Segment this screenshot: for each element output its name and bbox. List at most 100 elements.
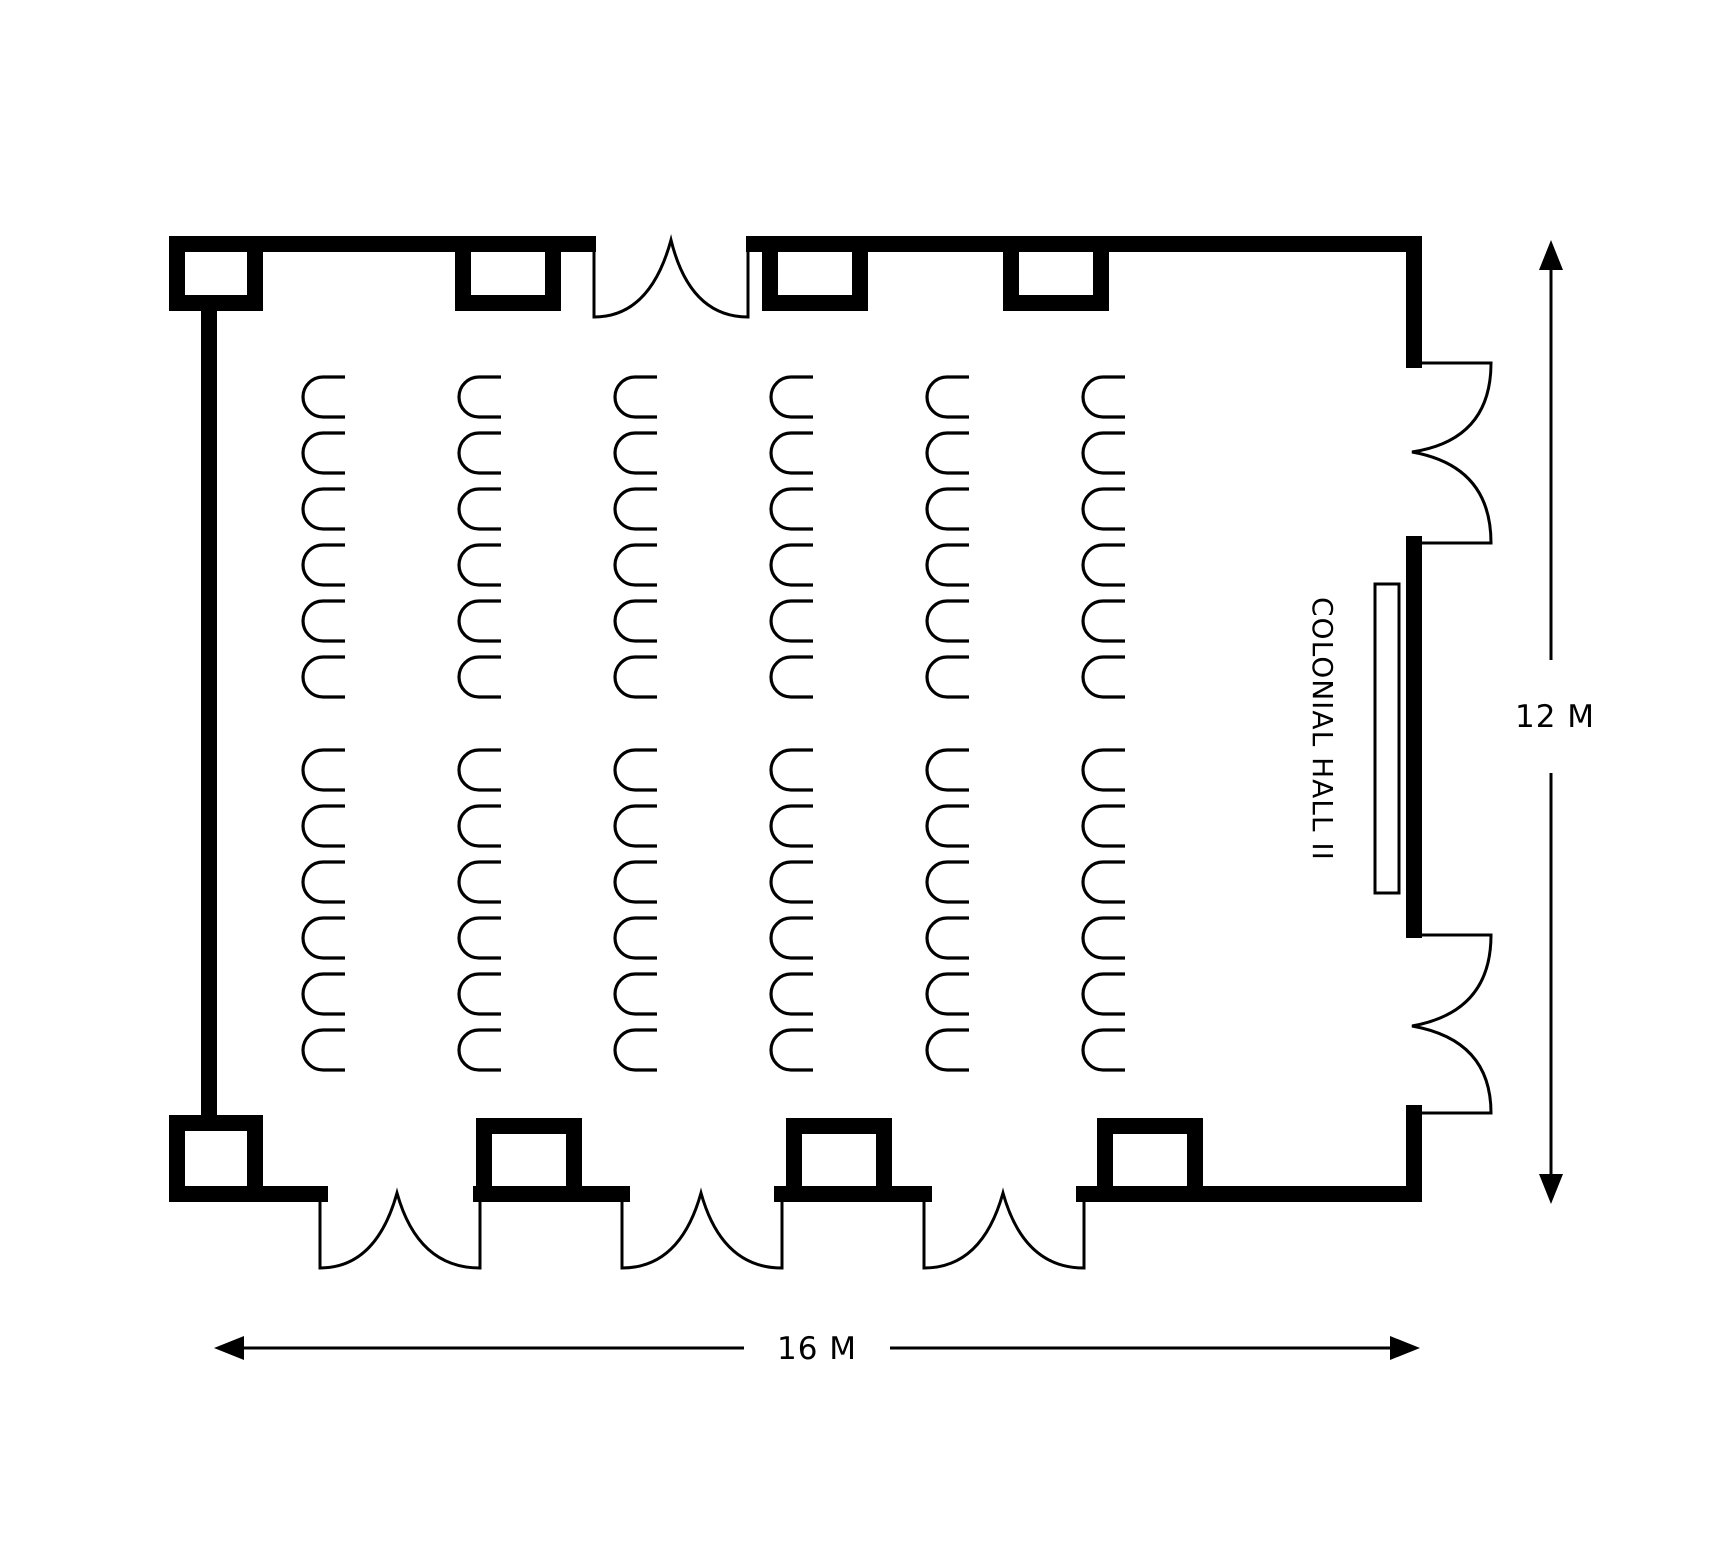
chair [769, 655, 813, 699]
chair [457, 916, 501, 960]
stage [1373, 582, 1401, 895]
chair [925, 375, 969, 419]
chair [925, 431, 969, 475]
chair [1081, 916, 1125, 960]
height-arrow-bottom [1539, 1174, 1563, 1204]
chair [1081, 599, 1125, 643]
chair [457, 748, 501, 792]
chair [457, 599, 501, 643]
chair [301, 599, 345, 643]
chair [613, 543, 657, 587]
chair [301, 1028, 345, 1072]
width-label: 16 M [777, 1331, 857, 1367]
pillar-bottom-3 [786, 1118, 892, 1202]
chair [613, 748, 657, 792]
height-dimension: 12 M [1515, 240, 1595, 1204]
chair [925, 748, 969, 792]
door-bottom-1 [318, 1187, 482, 1270]
chair [613, 972, 657, 1016]
chair [613, 916, 657, 960]
wall-top-right [746, 236, 1422, 368]
doors [318, 234, 1493, 1270]
pillar-top-3 [762, 236, 868, 311]
chair [613, 860, 657, 904]
door-right-lower [1411, 933, 1493, 1115]
chair [301, 804, 345, 848]
chair [769, 487, 813, 531]
chair [1081, 860, 1125, 904]
chair [457, 655, 501, 699]
chair [457, 375, 501, 419]
pillar-bottom-4 [1097, 1118, 1203, 1202]
pillar-top-4 [1003, 236, 1109, 311]
chair [925, 804, 969, 848]
wall-top-left [169, 236, 596, 1131]
room-name-label: COLONIAL HALL II [1306, 597, 1339, 861]
chair [613, 599, 657, 643]
chair [1081, 487, 1125, 531]
chair [301, 543, 345, 587]
chair [1081, 375, 1125, 419]
pillars [169, 236, 1203, 1202]
chair [301, 972, 345, 1016]
chair [925, 1028, 969, 1072]
chair [301, 916, 345, 960]
chair [925, 543, 969, 587]
chair [769, 543, 813, 587]
chair [613, 487, 657, 531]
chair [769, 748, 813, 792]
chair [1081, 972, 1125, 1016]
chair [457, 431, 501, 475]
chair [457, 804, 501, 848]
chair [301, 487, 345, 531]
chair [301, 748, 345, 792]
chair [457, 543, 501, 587]
chair [457, 972, 501, 1016]
chair [1081, 748, 1125, 792]
chair [301, 431, 345, 475]
width-dimension: 16 M [214, 1331, 1420, 1367]
seating-layout [301, 375, 1125, 1072]
chair [1081, 804, 1125, 848]
height-label: 12 M [1515, 699, 1595, 735]
chair [457, 860, 501, 904]
chair [769, 1028, 813, 1072]
height-arrow-top [1539, 240, 1563, 270]
chair [769, 375, 813, 419]
chair [301, 655, 345, 699]
chair [925, 487, 969, 531]
width-arrow-left [214, 1336, 244, 1360]
chair [1081, 1028, 1125, 1072]
pillar-bottom-2 [476, 1118, 582, 1202]
door-top [592, 234, 750, 319]
chair [613, 375, 657, 419]
chair [1081, 655, 1125, 699]
door-bottom-2 [620, 1187, 784, 1270]
chair [613, 1028, 657, 1072]
chair [769, 804, 813, 848]
chair [1081, 543, 1125, 587]
chair [769, 860, 813, 904]
chair [769, 599, 813, 643]
walls [169, 236, 1422, 1202]
chair [613, 804, 657, 848]
chair [925, 972, 969, 1016]
pillar-bottom-1 [169, 1115, 263, 1202]
chair [925, 916, 969, 960]
chair [925, 599, 969, 643]
chair [1081, 431, 1125, 475]
chair [301, 375, 345, 419]
chair [769, 916, 813, 960]
pillar-top-2 [455, 236, 561, 311]
chair [769, 431, 813, 475]
width-arrow-right [1390, 1336, 1420, 1360]
chair [769, 972, 813, 1016]
chair [301, 860, 345, 904]
chair [925, 655, 969, 699]
pillar-top-1 [169, 236, 263, 311]
door-right-upper [1411, 361, 1493, 545]
chair [457, 1028, 501, 1072]
chair [613, 655, 657, 699]
door-bottom-3 [922, 1187, 1086, 1270]
